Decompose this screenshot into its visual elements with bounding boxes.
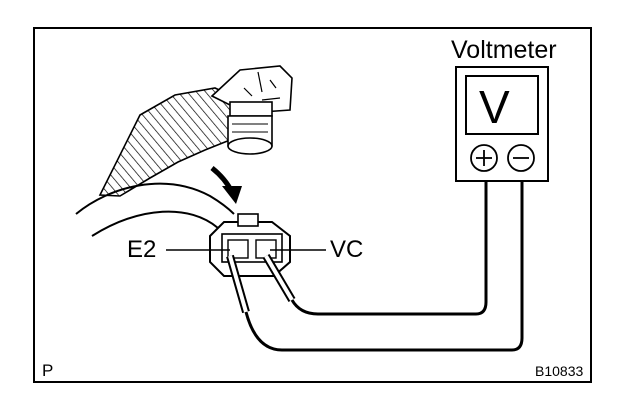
positive-lead-wire: [290, 180, 488, 316]
harness-outline-lower: [91, 210, 219, 237]
boot-detail: [243, 71, 281, 101]
e2-terminal-label: E2: [127, 236, 157, 263]
probe-right: [262, 253, 296, 303]
sensor-plug: [227, 101, 273, 155]
harness-outline-upper: [75, 182, 235, 215]
figure-frame: [33, 27, 592, 383]
voltmeter-title: Voltmeter: [451, 36, 557, 64]
probe-left: [226, 254, 250, 314]
plus-circle-icon: [470, 144, 498, 172]
minus-circle-icon: [507, 144, 535, 172]
figure-code: B10833: [535, 363, 584, 379]
disconnect-arrowhead: [222, 186, 242, 204]
connector: [209, 213, 291, 277]
voltmeter-display-symbol: V: [479, 81, 510, 133]
negative-lead-wire: [244, 180, 524, 352]
page-mark: P: [42, 361, 54, 380]
vc-terminal-label: VC: [330, 236, 364, 263]
